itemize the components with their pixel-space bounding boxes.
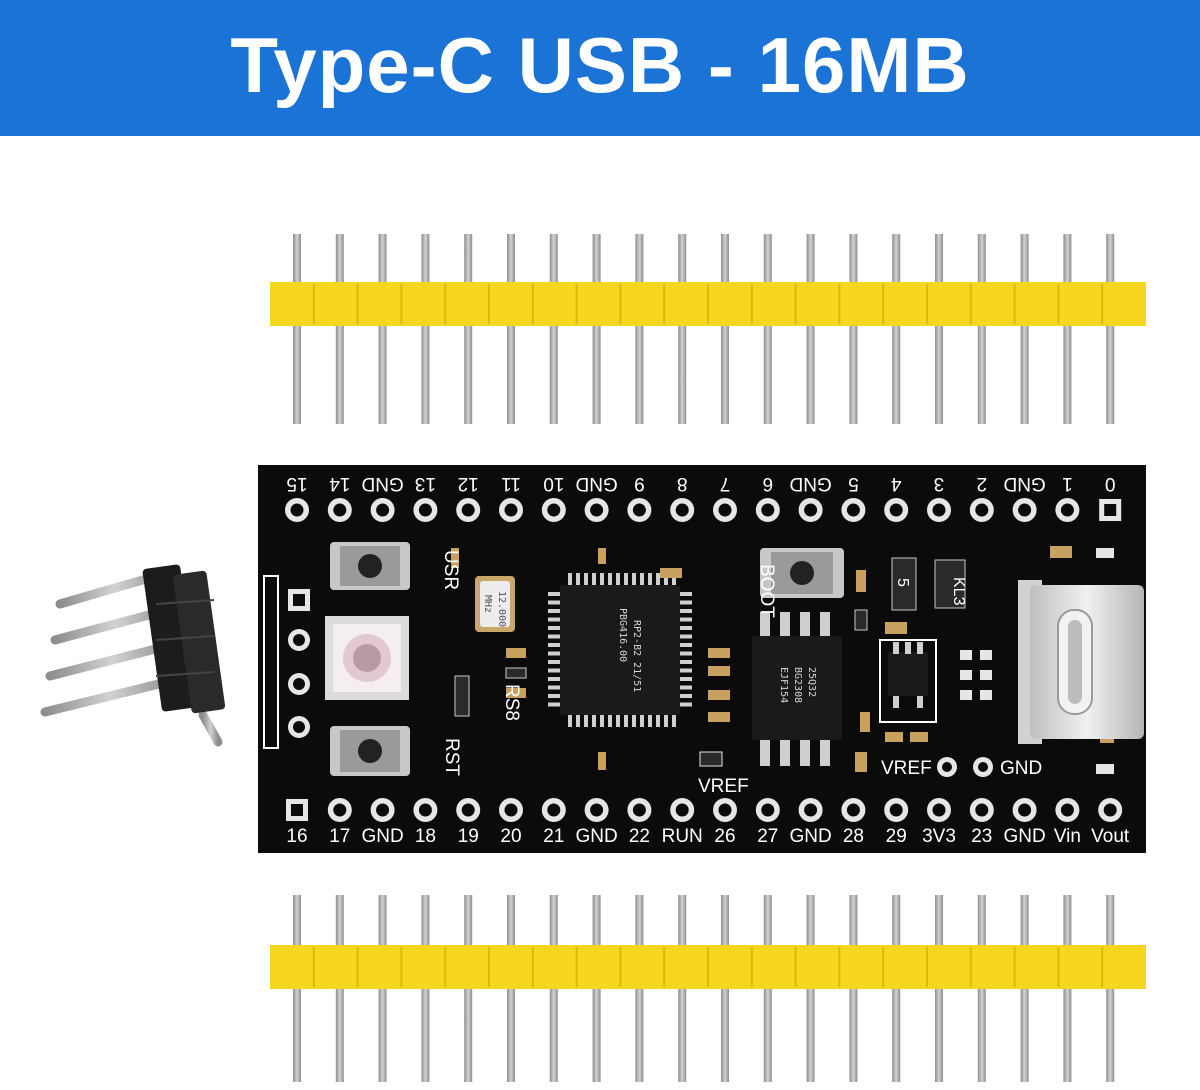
rp2040-chip bbox=[548, 573, 692, 727]
mcu-marking-2: PBG416.00 bbox=[617, 608, 628, 662]
pin-label: 3 bbox=[934, 473, 945, 494]
header-pin bbox=[935, 234, 943, 424]
voltage-regulator bbox=[879, 639, 937, 723]
pin-label: GND bbox=[361, 473, 403, 494]
pin-label: 9 bbox=[634, 473, 645, 494]
pin-label: Vin bbox=[1054, 826, 1081, 847]
pin-label: GND bbox=[789, 826, 831, 847]
pin-label: 17 bbox=[329, 826, 350, 847]
pin-label: RUN bbox=[662, 826, 703, 847]
header-pin bbox=[892, 234, 901, 424]
pin-label: 19 bbox=[458, 826, 479, 847]
header-pin bbox=[1106, 234, 1115, 424]
pin-label: 10 bbox=[543, 473, 564, 494]
mcu-marking-1: RP2-B2 21/51 bbox=[631, 620, 642, 692]
pin-label: 2 bbox=[977, 473, 988, 494]
header-pin bbox=[849, 234, 858, 424]
flash-marking-1: 25Q32 bbox=[806, 667, 817, 697]
rgb-led bbox=[325, 616, 409, 700]
flash-chip bbox=[752, 612, 842, 766]
pin-label: GND bbox=[575, 826, 617, 847]
crystal bbox=[475, 576, 515, 632]
pin-label: GND bbox=[1003, 826, 1045, 847]
pin-label: 27 bbox=[757, 826, 778, 847]
boot-label: BOOT bbox=[756, 564, 777, 618]
passive-components bbox=[451, 546, 1114, 777]
pin-label: 4 bbox=[890, 473, 901, 494]
gpio25-label: GP1025 bbox=[1166, 535, 1187, 605]
pin-label: 1 bbox=[1062, 473, 1073, 494]
pin-label: 13 bbox=[415, 473, 436, 494]
pin-label: 16 bbox=[286, 826, 307, 847]
bottom-pin-labels: 16 17 GND 18 19 20 21 GND 22 RUN 26 27 GND 28 29 3V3 23 G… bbox=[286, 826, 1130, 847]
banner-title: Type-C USB - 16MB bbox=[230, 21, 970, 109]
usr-button bbox=[330, 542, 410, 590]
pin-label: GND bbox=[361, 826, 403, 847]
pin-label: 6 bbox=[763, 473, 774, 494]
gnd-mid-label: GND bbox=[1000, 758, 1042, 779]
header-pin bbox=[592, 234, 601, 424]
board-silkscreen: USR RST RS8 BOOT GP1025 PWR VREF VREF GN… bbox=[440, 535, 1187, 797]
pcb-board bbox=[258, 465, 1146, 853]
rst-button bbox=[330, 726, 410, 776]
header-pin bbox=[335, 234, 344, 424]
header-pin bbox=[464, 234, 473, 424]
header-pin bbox=[678, 234, 687, 424]
vref-label-2: VREF bbox=[881, 758, 932, 779]
boot-button bbox=[760, 548, 844, 598]
pin-label: 7 bbox=[720, 473, 731, 494]
header-pin bbox=[293, 234, 301, 424]
pin-header-top bbox=[270, 234, 1146, 424]
header-pin bbox=[507, 234, 515, 424]
header-pin bbox=[1063, 234, 1072, 424]
header-pin bbox=[1020, 234, 1029, 424]
header-pin bbox=[549, 234, 558, 424]
pin-label: 22 bbox=[629, 826, 650, 847]
pin-label: 23 bbox=[971, 826, 992, 847]
swd-pads bbox=[288, 589, 310, 738]
usr-label: USR bbox=[440, 550, 461, 590]
pin-label: 8 bbox=[677, 473, 688, 494]
header-pin bbox=[806, 234, 815, 424]
pin-label: 14 bbox=[329, 473, 351, 494]
pin-label: GND bbox=[1003, 473, 1045, 494]
pwr-label: PWR bbox=[1151, 750, 1172, 794]
rst-label: RST bbox=[441, 738, 462, 776]
header-pin bbox=[721, 234, 729, 424]
pin-label: Vout bbox=[1091, 826, 1130, 847]
pin-label: 26 bbox=[714, 826, 735, 847]
pin-label: 18 bbox=[415, 826, 436, 847]
pin-label: 28 bbox=[843, 826, 864, 847]
pin-label: GND bbox=[789, 473, 831, 494]
header-pin bbox=[378, 234, 387, 424]
pin-label: 15 bbox=[286, 473, 307, 494]
pin-label: 12 bbox=[458, 473, 479, 494]
header-pin bbox=[977, 234, 986, 424]
header-pin bbox=[421, 234, 430, 424]
pin-label: 29 bbox=[886, 826, 907, 847]
pin-label: 5 bbox=[848, 473, 859, 494]
pin-label: 21 bbox=[543, 826, 564, 847]
pin-header-bottom bbox=[270, 895, 1146, 1082]
crystal-marking-1: 12.000 bbox=[496, 591, 507, 627]
flash-marking-2: BG2308 bbox=[792, 667, 803, 703]
kl3-label: KL3 bbox=[950, 577, 967, 606]
usb-c-connector bbox=[1018, 580, 1144, 744]
flash-marking-3: EJF154 bbox=[778, 667, 789, 703]
pin-label: 20 bbox=[500, 826, 521, 847]
five-label: 5 bbox=[894, 578, 911, 587]
pin-label: GND bbox=[575, 473, 617, 494]
title-banner: Type-C USB - 16MB bbox=[0, 0, 1200, 136]
right-angle-pin-header bbox=[40, 564, 226, 747]
pin-label: 0 bbox=[1105, 473, 1116, 494]
vref-label-1: VREF bbox=[698, 776, 749, 797]
header-pin bbox=[763, 234, 772, 424]
rs8-label: RS8 bbox=[501, 684, 522, 721]
pin-label: 11 bbox=[501, 473, 521, 494]
header-pin bbox=[635, 234, 644, 424]
crystal-marking-2: MHz bbox=[482, 595, 493, 613]
pin-label: 3V3 bbox=[922, 826, 956, 847]
